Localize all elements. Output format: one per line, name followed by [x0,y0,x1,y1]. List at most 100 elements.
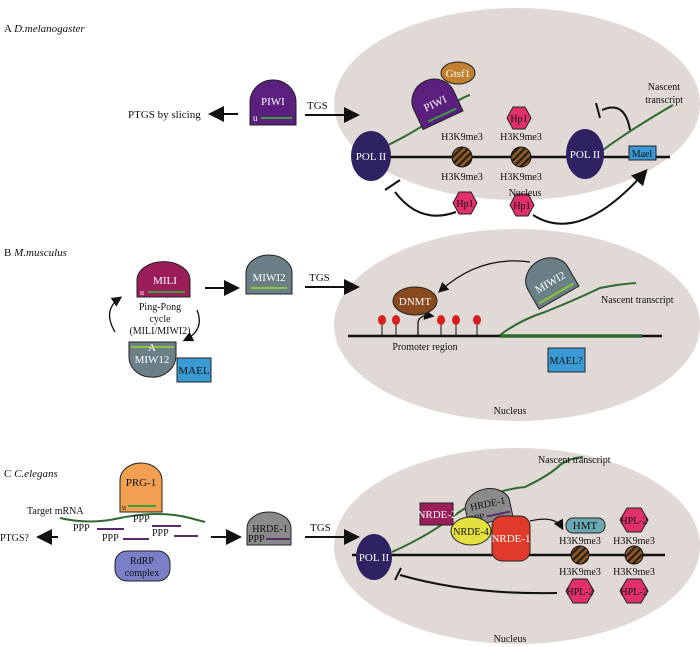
target-mrna [59,513,206,523]
mael-inhibition-arrow [601,106,631,131]
svg-text:PIWI: PIWI [261,96,285,108]
svg-text:MIW12: MIW12 [135,354,170,366]
pol2-a1: POL II [351,131,391,181]
nucleus-label-c: Nucleus [494,634,527,645]
svg-text:Gtsf1: Gtsf1 [446,68,470,80]
panel-a-label: A D.melanogaster [4,23,85,35]
svg-text:PPP: PPP [73,523,90,534]
svg-text:u: u [122,503,126,512]
svg-text:PPP: PPP [248,534,265,545]
h3k9me3-label: H3K9me3 [613,536,655,547]
svg-text:HPL-2: HPL-2 [620,516,647,527]
svg-text:Hp1: Hp1 [513,201,530,212]
pingpong-label-2: cycle [149,314,171,325]
panel-a: A D.melanogaster PTGS by slicing PIWI u … [4,8,700,225]
nascent-label-c: Nascent transcript [538,455,611,466]
pingpong-label-3: (MILI/MIWI2) [129,326,190,337]
panel-c: C C.elegans PRG-1 u Target mRNA PPP PPP … [0,448,700,645]
svg-text:u: u [253,113,258,123]
svg-text:HMT: HMT [573,520,598,532]
prg1-protein: PRG-1 u [119,462,163,513]
svg-text:NRDE-1: NRDE-1 [491,533,530,545]
hp1-bottom-1: Hp1 [452,191,478,215]
panel-b: B M.musculus MILI u Ping-Pong cycle (MIL… [4,229,700,421]
h3k9me3-label: H3K9me3 [559,567,601,578]
miwi2-protein: MIWI2 [245,254,293,295]
nrde1: NRDE-1 [491,515,531,562]
svg-text:POL II: POL II [356,151,387,163]
mael-q-box: MAEL? [547,347,586,373]
mili-protein: MILI u [136,261,191,298]
svg-text:PPP: PPP [102,533,119,544]
hp1-top: Hp1 [506,106,532,130]
rdrp-complex: RdRP complex [114,550,171,582]
nascent-rna-a2 [602,104,674,151]
nrde1-to-hmt-arrow [529,518,564,531]
h3k9me3-label: H3K9me3 [441,132,483,143]
svg-text:POL II: POL II [359,552,390,564]
svg-text:Mael: Mael [632,149,653,160]
mael-box-a: Mael [628,145,657,161]
svg-text:RdRP: RdRP [130,556,154,567]
miwi2-bound: MIWI2 [525,257,580,310]
h3k9me3-label: H3K9me3 [559,536,601,547]
hpl2-bottom-1: HPL-2 [565,578,595,604]
svg-text:A: A [148,342,156,354]
hmt: HMT [565,517,606,534]
nucleosome-a1 [451,146,473,168]
svg-text:NRDE-2: NRDE-2 [417,509,456,521]
hrde1-protein: HRDE-1 PPP [246,511,292,546]
nrde4: NRDE-4 [450,516,492,546]
svg-text:Hp1: Hp1 [456,199,473,210]
gtsf1: Gtsf1 [440,61,476,85]
svg-text:POL II: POL II [570,149,601,161]
svg-text:u: u [140,288,144,297]
h3k9me3-label: H3K9me3 [500,132,542,143]
pol2-a2: POL II [566,129,604,179]
svg-text:MAEL?: MAEL? [550,356,583,367]
h3k9me3-label: H3K9me3 [500,172,542,183]
svg-text:MAEL: MAEL [178,365,209,377]
cycle-arrow-left [108,296,123,333]
inhibition-arrow-a [394,191,457,217]
nucleosome-a2 [510,146,532,168]
panel-c-label: C C.elegans [4,468,58,480]
hpl2-bottom-2: HPL-2 [619,578,649,604]
nascent-rna-c [391,456,584,553]
svg-text:complex: complex [125,568,159,579]
target-mrna-label: Target mRNA [27,506,84,517]
activation-arrow-a [532,169,648,225]
promoter-label: Promoter region [392,342,457,353]
nucleus-a [334,8,700,200]
ptgs-label: PTGS by slicing [128,109,201,121]
piwi-bound: PIWI [411,78,464,131]
nrde2: NRDE-2 [417,502,457,526]
svg-text:HRDE-1: HRDE-1 [252,524,288,535]
cycle-arrow-right [182,309,200,342]
methylation-marks [378,315,481,336]
svg-text:NRDE-4: NRDE-4 [453,527,489,538]
dnmt: DNMT [392,286,438,316]
tgs-label-b: TGS [309,272,330,284]
svg-text:PPP: PPP [133,514,150,525]
nascent-label-a2: transcript [645,95,683,106]
svg-text:DNMT: DNMT [399,296,432,308]
miwi2-protein-cycle: A MIW12 [128,341,177,378]
svg-text:Hp1: Hp1 [510,114,527,125]
nascent-label-a: Nascent [648,82,680,93]
svg-text:HPL-2: HPL-2 [566,587,593,598]
svg-text:MIWI2: MIWI2 [253,272,286,284]
tgs-label-a: TGS [307,100,328,112]
nascent-rna-b [499,282,637,336]
inhibition-arrow-c [399,574,558,595]
svg-text:MILI: MILI [153,275,177,287]
secondary-sirnas: PPP PPP PPP PPP [73,514,198,544]
pingpong-label: Ping-Pong [139,302,181,313]
ptgs-q-label: PTGS? [0,533,29,544]
nucleus-label-a: Nucleus [509,188,542,199]
nucleus-label-b: Nucleus [494,406,527,417]
nucleosome-c1 [570,545,590,565]
svg-text:PPP: PPP [152,528,169,539]
svg-text:HPL-2: HPL-2 [620,587,647,598]
